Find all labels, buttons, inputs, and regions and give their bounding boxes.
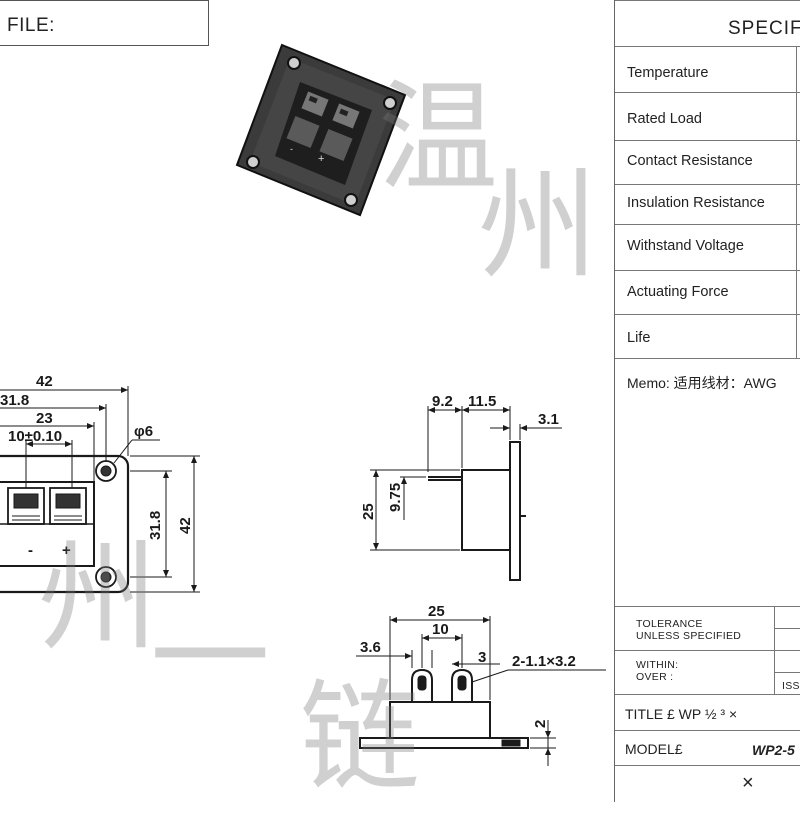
- dim-h42-label: 42: [177, 517, 194, 534]
- tb-rule: [615, 650, 800, 651]
- bottom-view: [356, 616, 606, 766]
- terminal-lever-left: [301, 91, 329, 117]
- spec-rule-top: [615, 0, 800, 1]
- front-hole-bottom-center: [100, 571, 112, 583]
- phi-leader: [113, 439, 133, 464]
- dim-2-label: 2: [532, 720, 549, 728]
- front-hole-top-center: [100, 465, 112, 477]
- unless-specified-label: UNLESS SPECIFIED: [636, 630, 742, 642]
- dim-9-75-label: 9.75: [387, 483, 404, 512]
- front-plate-outline: [0, 454, 130, 594]
- leader-2-1: [471, 669, 509, 683]
- terminal-face-left: [286, 116, 320, 148]
- spec-row-life: Life: [627, 330, 651, 346]
- model-label: MODEL£: [625, 741, 683, 757]
- spec-column-divider: [796, 46, 797, 358]
- spec-row-insulation-resistance: Insulation Resistance: [627, 195, 765, 211]
- side-plate: [509, 441, 521, 581]
- dim-3-label: 3: [478, 649, 486, 666]
- mounting-hole-icon: [344, 193, 358, 207]
- spec-rule: [615, 140, 800, 141]
- dim-h31-8-label: 31.8: [147, 511, 164, 540]
- spec-row-temperature: Temperature: [627, 65, 709, 81]
- dim-23-label: 23: [36, 410, 53, 427]
- tb-divider: [774, 628, 800, 629]
- close-mark: ×: [742, 772, 754, 794]
- dim-2-1-label: 2-1.1×3.2: [512, 653, 576, 670]
- tb-rule: [615, 694, 800, 695]
- spec-rule: [615, 358, 800, 359]
- dim-11-5-label: 11.5: [468, 393, 496, 410]
- spec-title: SPECIF: [728, 18, 800, 39]
- tb-rule: [615, 606, 800, 607]
- dim-31-8-label: 31.8: [0, 392, 29, 409]
- mounting-hole-icon: [287, 56, 301, 70]
- dim-3-1-label: 3.1: [538, 411, 559, 428]
- pin-slot-icon: [417, 675, 427, 691]
- product-photo: - +: [235, 43, 407, 217]
- spec-rule: [615, 270, 800, 271]
- dim-10-bottom-label: 10: [432, 621, 449, 638]
- spec-row-contact-resistance: Contact Resistance: [627, 153, 753, 169]
- front-button-left: [13, 493, 39, 509]
- bottom-body: [389, 701, 491, 739]
- dim-9-2-label: 9.2: [432, 393, 453, 410]
- front-hole-bottom-icon: [95, 566, 117, 588]
- tolerance-label: TOLERANCE: [636, 618, 703, 630]
- bottom-arrows: [390, 617, 551, 755]
- within-label: WITHIN:: [636, 659, 679, 671]
- terminal-face-right: [319, 129, 353, 161]
- spec-row-rated-load: Rated Load: [627, 111, 702, 127]
- dim-42-label: 42: [36, 373, 53, 390]
- over-label: OVER :: [636, 671, 674, 683]
- spec-rule: [615, 224, 800, 225]
- spec-rule: [615, 184, 800, 185]
- tb-divider: [774, 606, 775, 694]
- photo-minus-mark: -: [290, 144, 293, 154]
- wire-slot-icon: [339, 108, 349, 117]
- memo-text: Memo: 适用线材：AWG: [627, 375, 777, 391]
- dim-25-side-label: 25: [360, 503, 377, 520]
- front-button-right: [55, 493, 81, 509]
- front-plus-label: +: [62, 542, 71, 559]
- dim-3-6-label: 3.6: [360, 639, 381, 656]
- tb-rule: [615, 765, 800, 766]
- tb-rule: [615, 730, 800, 731]
- file-box: FILE:: [0, 0, 209, 46]
- spec-row-withstand-voltage: Withstand Voltage: [627, 238, 744, 254]
- iss-label: ISS: [782, 680, 800, 692]
- side-arrows: [373, 407, 527, 550]
- wire-slot-icon: [308, 95, 318, 104]
- side-view: [370, 406, 562, 581]
- spec-rule: [615, 314, 800, 315]
- pin-slot-icon: [457, 675, 467, 691]
- front-view: [0, 386, 200, 594]
- title-label: TITLE £ WP ½ ³ ×: [625, 706, 738, 722]
- front-arrows: [26, 387, 197, 592]
- bottom-plate-slot: [501, 739, 521, 747]
- model-value: WP2-5: [752, 742, 795, 758]
- mounting-hole-icon: [246, 155, 260, 169]
- photo-plus-mark: +: [318, 153, 324, 165]
- dim-10-label: 10±0.10: [8, 428, 62, 445]
- mounting-hole-icon: [383, 96, 397, 110]
- file-label: FILE:: [7, 15, 55, 36]
- side-body: [461, 469, 511, 551]
- spec-panel: SPECIF Temperature Rated Load Contact Re…: [614, 0, 800, 802]
- dim-25-bottom-label: 25: [428, 603, 445, 620]
- spec-rule: [615, 92, 800, 93]
- spec-row-actuating-force: Actuating Force: [627, 284, 729, 300]
- front-minus-label: -: [28, 542, 33, 559]
- tb-divider: [774, 672, 800, 673]
- dim-phi6-label: φ6: [134, 423, 153, 440]
- bottom-pin-right: [451, 668, 473, 702]
- bottom-plate: [359, 737, 529, 749]
- bottom-pin-left: [411, 668, 433, 702]
- spec-rule: [615, 46, 800, 47]
